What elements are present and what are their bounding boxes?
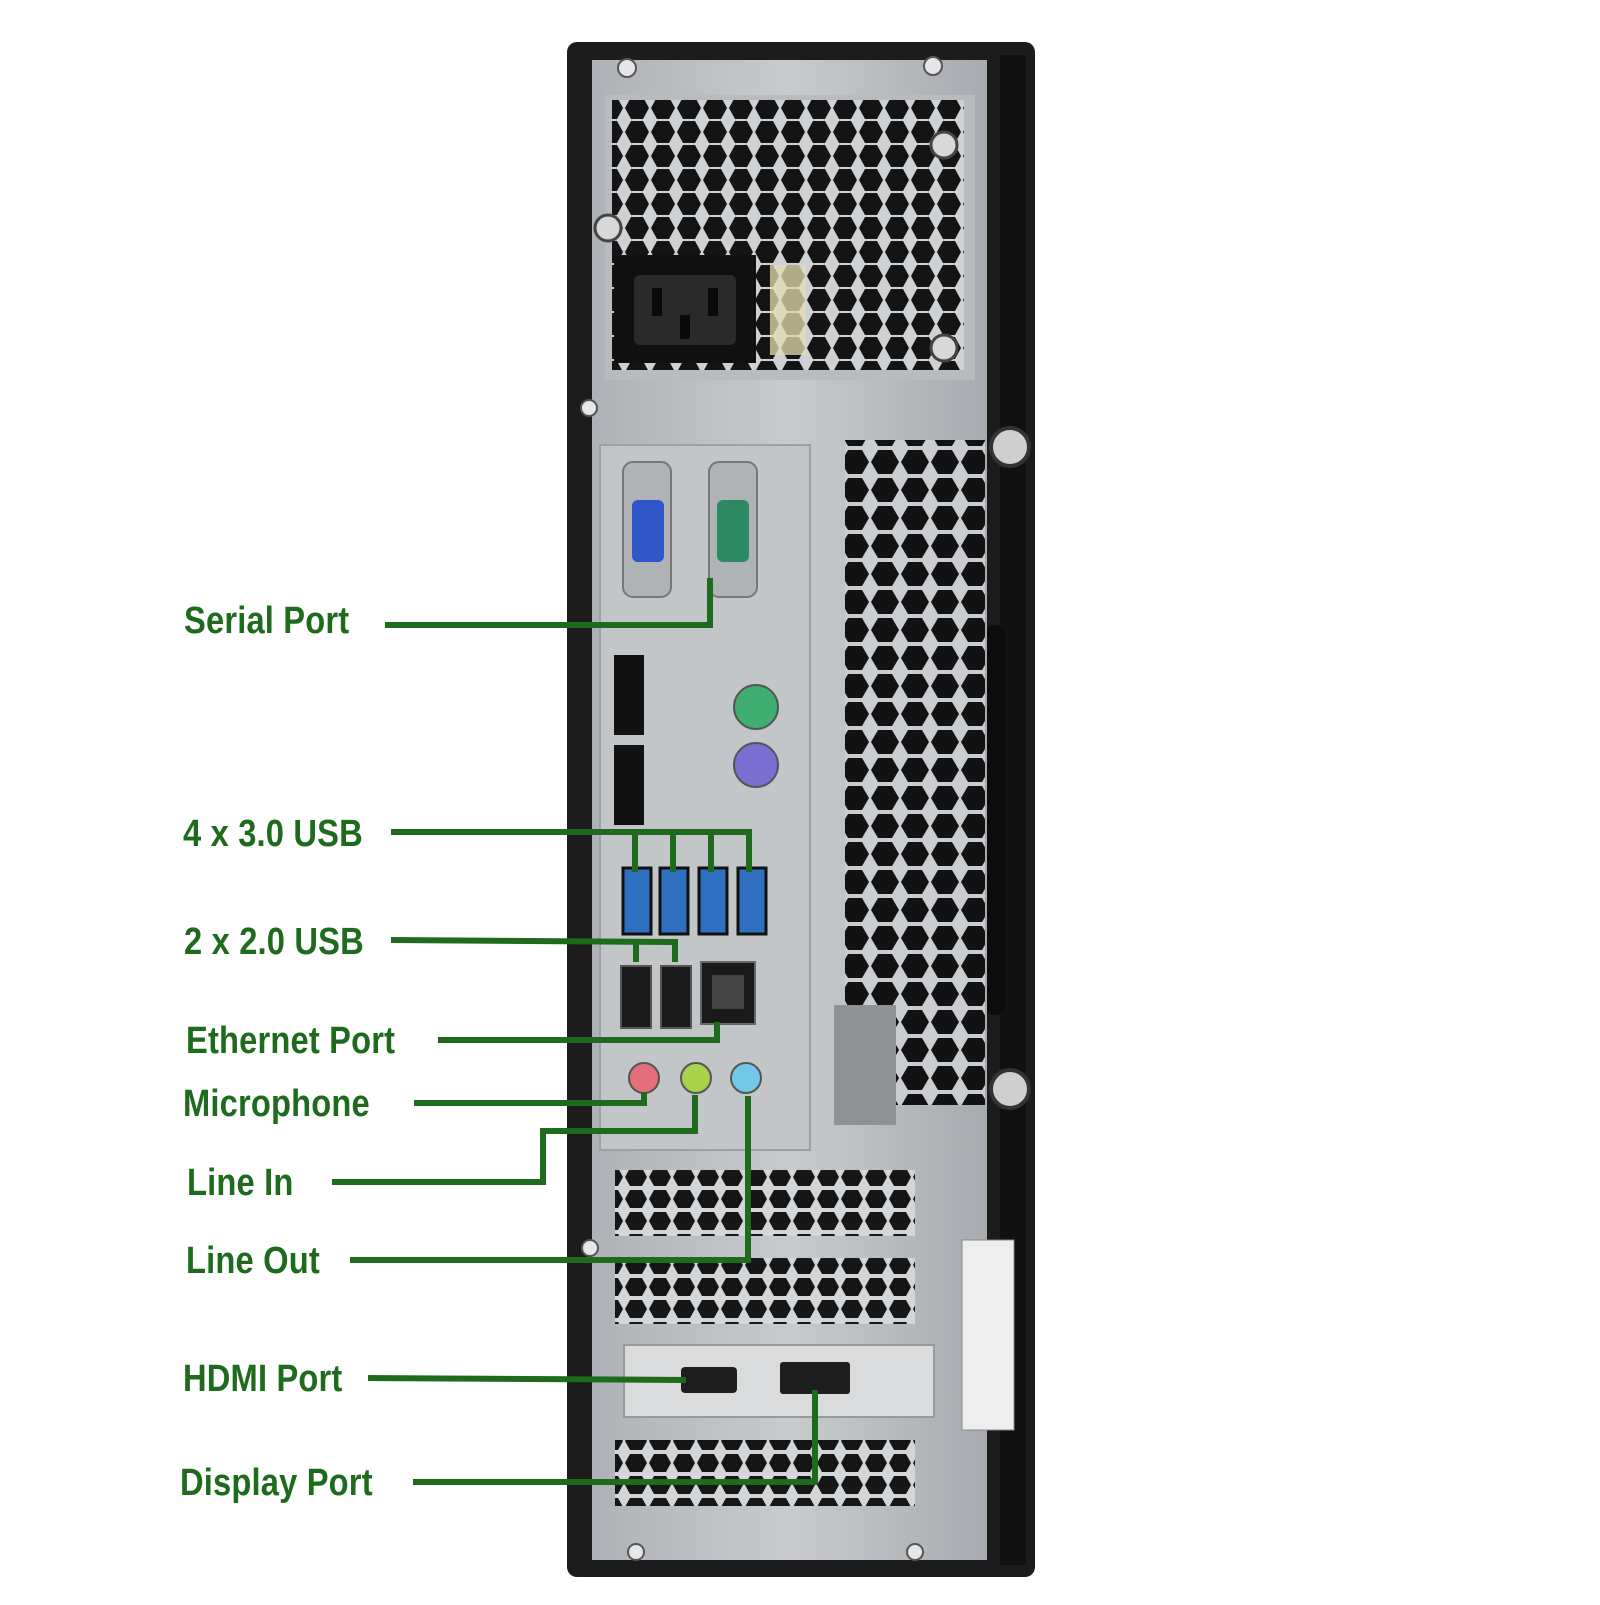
usb3-port-icon <box>736 866 768 936</box>
expansion-slots <box>615 1170 1015 1506</box>
line-in-jack-icon <box>680 1062 712 1094</box>
side-vent-grille <box>845 440 985 1105</box>
psu-label-sticker <box>770 265 806 355</box>
label-usb3: 4 x 3.0 USB <box>183 813 363 855</box>
leader-serial-port <box>385 578 713 628</box>
leader-usb2 <box>390 937 678 962</box>
leader-line-out <box>350 1096 751 1263</box>
usb3-port-icon <box>697 866 729 936</box>
screw-icon <box>923 56 943 76</box>
power-pin-right <box>708 288 718 316</box>
usb2-port-icon <box>660 965 692 1029</box>
serial-number-sticker <box>961 1239 1015 1431</box>
leader-displayport <box>413 1390 818 1485</box>
hdmi-port-icon <box>681 1367 737 1393</box>
label-line-in: Line In <box>187 1162 294 1204</box>
io-shield <box>599 444 811 1151</box>
screw-icon <box>906 1543 924 1561</box>
vent-blank-panel <box>834 1005 896 1125</box>
expansion-slot-cover <box>615 1170 915 1236</box>
leader-ethernet <box>438 1022 720 1043</box>
label-microphone: Microphone <box>183 1083 370 1125</box>
screw-icon <box>929 333 959 363</box>
usb2-port-icon <box>620 965 652 1029</box>
label-serial-port: Serial Port <box>184 600 350 642</box>
label-display-port: Display Port <box>180 1462 373 1504</box>
usb3-port-icon <box>621 866 653 936</box>
screw-icon <box>627 1543 645 1561</box>
screw-icon <box>593 213 623 243</box>
label-usb2: 2 x 2.0 USB <box>184 921 364 963</box>
screw-icon <box>929 130 959 160</box>
expansion-slot-cover <box>615 1258 915 1324</box>
case-handle <box>985 625 1005 1015</box>
ps2-mouse-port-icon <box>733 684 779 730</box>
leader-hdmi <box>367 1375 687 1383</box>
displayport-port-icon <box>780 1362 850 1394</box>
ethernet-jack-icon <box>712 975 744 1009</box>
label-line-out: Line Out <box>186 1240 320 1282</box>
leader-lines <box>332 578 818 1485</box>
power-pin-left <box>652 288 662 316</box>
vga-port-icon <box>632 500 664 562</box>
label-hdmi-port: HDMI Port <box>183 1358 343 1400</box>
line-out-jack-icon <box>730 1062 762 1094</box>
serial-port-icon <box>717 500 749 562</box>
power-supply <box>605 95 975 380</box>
case-vent <box>834 440 985 1125</box>
screw-icon <box>581 1239 599 1257</box>
microphone-jack-icon <box>628 1062 660 1094</box>
onboard-displayport-1-icon <box>614 655 644 735</box>
onboard-displayport-2-icon <box>614 745 644 825</box>
leader-line-in <box>332 1095 698 1185</box>
leader-microphone <box>414 1092 647 1106</box>
leader-usb3 <box>391 829 752 872</box>
screw-icon <box>580 399 598 417</box>
screw-icon <box>617 58 637 78</box>
ps2-keyboard-port-icon <box>733 742 779 788</box>
screws <box>580 56 1031 1561</box>
usb3-port-icon <box>658 866 690 936</box>
thumbscrew-top-icon <box>989 426 1031 468</box>
power-pin-earth <box>680 315 690 339</box>
thumbscrew-bottom-icon <box>989 1068 1031 1110</box>
label-ethernet-port: Ethernet Port <box>186 1020 396 1062</box>
expansion-slot-cover <box>615 1440 915 1506</box>
